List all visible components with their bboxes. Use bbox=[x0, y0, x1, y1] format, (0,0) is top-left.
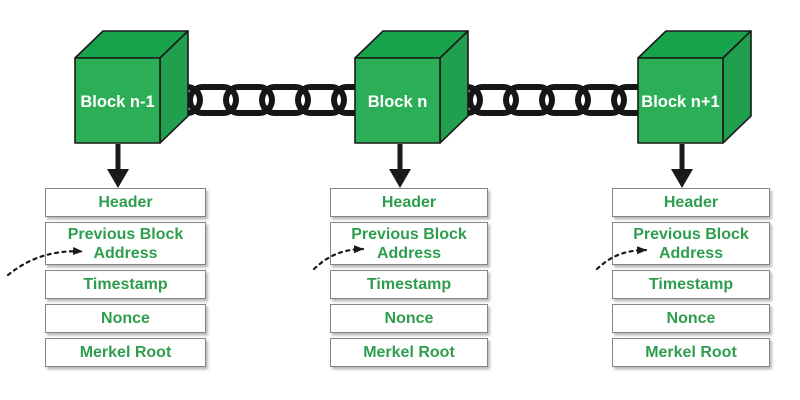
nonce-field-label: Nonce bbox=[384, 309, 434, 327]
cube-block-n: Block n bbox=[354, 30, 469, 144]
previous-block-label-line2: Address bbox=[376, 244, 441, 262]
previous-block-address-field-box: Previous Block Address bbox=[45, 222, 206, 265]
cube-label: Block n bbox=[368, 93, 428, 111]
timestamp-field-label: Timestamp bbox=[648, 275, 734, 293]
previous-block-address-field-box: Previous Block Address bbox=[330, 222, 488, 265]
block-n-plus-1-structure: Header Previous Block Address Timestamp … bbox=[612, 188, 770, 372]
chain-link-left-icon bbox=[151, 84, 383, 116]
down-arrow-left-icon bbox=[107, 144, 129, 188]
cube-label: Block n-1 bbox=[80, 93, 154, 111]
nonce-field-box: Nonce bbox=[612, 304, 770, 333]
block-n-structure: Header Previous Block Address Timestamp … bbox=[330, 188, 488, 372]
timestamp-field-box: Timestamp bbox=[330, 270, 488, 299]
previous-block-label-line1: Previous Block bbox=[351, 225, 467, 243]
merkel-root-field-label: Merkel Root bbox=[79, 343, 172, 361]
timestamp-field-box: Timestamp bbox=[612, 270, 770, 299]
merkel-root-field-box: Merkel Root bbox=[612, 338, 770, 367]
header-field-label: Header bbox=[98, 193, 153, 211]
timestamp-field-label: Timestamp bbox=[83, 275, 168, 293]
nonce-field-box: Nonce bbox=[330, 304, 488, 333]
previous-block-address-field-box: Previous Block Address bbox=[612, 222, 770, 265]
cube-block-n-1: Block n-1 bbox=[74, 30, 189, 144]
previous-block-label-line2: Address bbox=[93, 244, 158, 262]
cube-front-face bbox=[354, 57, 441, 144]
cube-front-face bbox=[637, 57, 724, 144]
header-field-label: Header bbox=[663, 193, 719, 211]
timestamp-field-box: Timestamp bbox=[45, 270, 206, 299]
merkel-root-field-box: Merkel Root bbox=[45, 338, 206, 367]
header-field-box: Header bbox=[330, 188, 488, 217]
nonce-field-label: Nonce bbox=[666, 309, 716, 327]
previous-block-label-line1: Previous Block bbox=[67, 225, 184, 243]
previous-block-label-line2: Address bbox=[658, 244, 723, 262]
nonce-field-box: Nonce bbox=[45, 304, 206, 333]
down-arrow-right-icon bbox=[671, 144, 693, 188]
down-arrow-middle-icon bbox=[389, 144, 411, 188]
nonce-field-label: Nonce bbox=[101, 309, 150, 327]
merkel-root-field-box: Merkel Root bbox=[330, 338, 488, 367]
merkel-root-field-label: Merkel Root bbox=[645, 343, 737, 361]
cube-side-face bbox=[439, 30, 469, 144]
header-field-box: Header bbox=[45, 188, 206, 217]
cube-side-face bbox=[722, 30, 752, 144]
header-field-label: Header bbox=[381, 193, 437, 211]
cube-top-face bbox=[74, 30, 189, 59]
block-n-1-structure: Header Previous Block Address Timestamp … bbox=[45, 188, 206, 372]
cube-block-n-plus-1: Block n+1 bbox=[637, 30, 752, 144]
cube-side-face bbox=[159, 30, 189, 144]
cube-front-face bbox=[74, 57, 161, 144]
merkel-root-field-label: Merkel Root bbox=[363, 343, 455, 361]
cube-label: Block n+1 bbox=[641, 93, 719, 111]
cube-top-face bbox=[637, 30, 752, 59]
cube-top-face bbox=[354, 30, 469, 59]
previous-block-label-line1: Previous Block bbox=[633, 225, 749, 243]
timestamp-field-label: Timestamp bbox=[366, 275, 452, 293]
chain-link-right-icon bbox=[431, 84, 663, 116]
header-field-box: Header bbox=[612, 188, 770, 217]
